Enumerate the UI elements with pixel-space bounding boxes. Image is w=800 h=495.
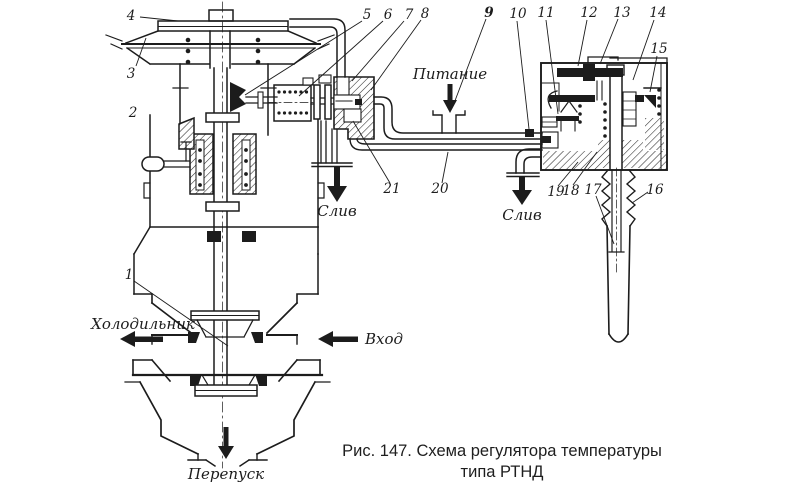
pipes (289, 18, 543, 151)
leader-line-9 (452, 18, 487, 107)
leader-line-1 (133, 280, 229, 347)
actuator-dome (105, 9, 335, 66)
flow-label-vkhod: Вход (364, 330, 403, 348)
part-label-14: 14 (649, 5, 666, 21)
part-label-4: 4 (126, 8, 136, 24)
part-label-21: 21 (382, 181, 400, 197)
leader-line-20 (441, 151, 449, 184)
part-label-1: 1 (125, 267, 134, 283)
leader-line-11 (545, 19, 559, 115)
flow-label-sliv-right: Слив (502, 206, 542, 224)
yoke-frame (132, 63, 325, 295)
sliv-left-arrow (327, 167, 347, 202)
flow-label-pitanie: Питание (412, 65, 487, 83)
caption-line-2: типа РТНД (460, 463, 544, 481)
valve-body (124, 293, 331, 467)
part-label-3: 3 (127, 66, 136, 82)
leader-line-4 (139, 16, 179, 22)
flow-arrows (120, 84, 532, 459)
part-label-18: 18 (562, 183, 580, 199)
hand-crank (141, 141, 192, 172)
leader-line-16 (631, 191, 649, 204)
sliv-right-arrow (512, 176, 532, 205)
part-label-20: 20 (430, 181, 449, 197)
part-label-12: 12 (580, 5, 597, 21)
leader-line-5 (244, 20, 363, 96)
leader-line-17 (595, 195, 615, 245)
part-label-17: 17 (584, 182, 602, 198)
pitanie-arrow (443, 84, 457, 113)
part-label-5: 5 (363, 7, 372, 23)
part-label-11: 11 (537, 5, 554, 21)
leader-line-12 (577, 19, 588, 67)
flow-label-perepusk: Перепуск (187, 465, 264, 483)
caption-line-1: Рис. 147. Схема регулятора температуры (342, 442, 662, 460)
leader-line-7 (351, 20, 405, 82)
leader-line-18 (572, 151, 598, 186)
part-label-7: 7 (405, 7, 414, 23)
leader-line-13 (599, 18, 619, 65)
part-label-10: 10 (509, 6, 527, 22)
drain-right (506, 148, 542, 178)
part-label-2: 2 (128, 105, 138, 121)
supply-tee (432, 110, 466, 134)
valve-discs (188, 310, 267, 397)
leader-line-6 (298, 20, 384, 97)
leader-line-19 (557, 161, 579, 187)
part-label-16: 16 (646, 182, 664, 198)
flow-label-kholodilnik: Холодильник (90, 315, 195, 333)
leader-line-8 (370, 19, 422, 91)
part-label-8: 8 (421, 6, 430, 22)
pilot-valve (245, 74, 375, 168)
gland-bearing (178, 116, 257, 195)
leader-line-10 (516, 20, 530, 130)
vkhod-arrow (318, 331, 358, 347)
leader-line-15 (649, 55, 658, 93)
flow-label-sliv-left: Слив (317, 202, 357, 220)
leader-line-21 (352, 120, 391, 184)
leader-line-3 (135, 37, 147, 67)
thermo-bulb (600, 167, 637, 343)
figure-caption: Рис. 147. Схема регулятора температуры т… (342, 441, 662, 483)
part-label-13: 13 (613, 5, 630, 21)
thermostat-box (540, 56, 668, 171)
part-label-6: 6 (384, 7, 393, 23)
leader-line-14 (632, 19, 655, 81)
part-label-19: 19 (547, 184, 565, 200)
perepusk-arrow (218, 427, 234, 459)
part-label-15: 15 (650, 41, 667, 57)
kholodilnik-arrow (120, 331, 163, 347)
part-label-9: 9 (484, 5, 494, 21)
